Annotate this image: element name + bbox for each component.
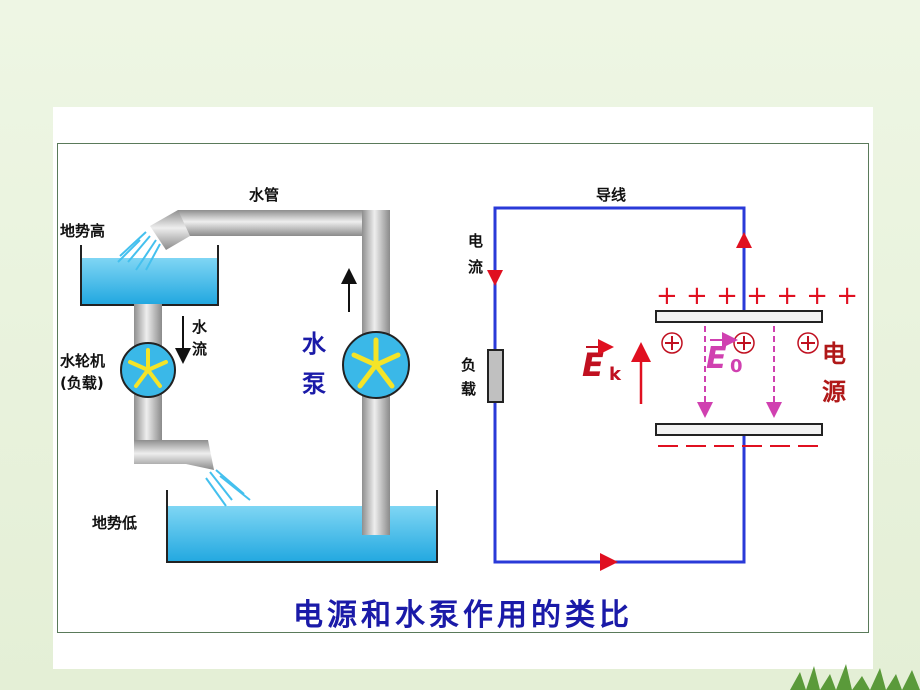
svg-text:k: k bbox=[609, 364, 622, 385]
grass-decoration bbox=[790, 664, 920, 690]
pipe-label: 水管 bbox=[249, 186, 279, 204]
lower-tank bbox=[166, 490, 438, 563]
flow-label-1: 水 bbox=[192, 318, 208, 336]
load-label-2: 载 bbox=[461, 380, 476, 398]
pump-label-2: 泵 bbox=[302, 370, 326, 398]
flow-label-2: 流 bbox=[192, 340, 207, 358]
e0-field-lines bbox=[697, 326, 782, 418]
svg-text:0: 0 bbox=[730, 356, 743, 377]
diagram-caption: 电源和水泵作用的类比 bbox=[293, 598, 633, 633]
turbine-load-label: (负载) bbox=[60, 374, 104, 392]
current-label-2: 流 bbox=[468, 258, 483, 276]
water-pump bbox=[342, 331, 410, 399]
low-ground-label: 地势低 bbox=[92, 514, 137, 532]
circuit-wire bbox=[493, 206, 746, 564]
source-label-2: 源 bbox=[822, 378, 846, 406]
water-spray-bottom bbox=[205, 469, 251, 507]
turbine-label: 水轮机 bbox=[60, 352, 105, 370]
positive-charge-signs bbox=[665, 336, 815, 350]
wire-label: 导线 bbox=[596, 186, 626, 204]
negative-plate bbox=[655, 423, 823, 436]
high-ground-label: 地势高 bbox=[60, 222, 105, 240]
svg-text:E: E bbox=[582, 346, 604, 384]
current-label-1: 电 bbox=[468, 232, 483, 250]
e0-label: E 0 bbox=[706, 332, 743, 377]
load-label-1: 负 bbox=[461, 356, 476, 374]
ek-label: E k bbox=[582, 339, 622, 385]
source-label-1: 电 bbox=[822, 340, 846, 368]
current-arrow-down bbox=[487, 270, 503, 286]
svg-text:E: E bbox=[706, 341, 727, 376]
current-arrow-up bbox=[736, 232, 752, 248]
upper-tank bbox=[80, 245, 219, 306]
water-turbine bbox=[120, 342, 176, 398]
load-resistor bbox=[487, 349, 504, 403]
positive-plate bbox=[655, 310, 823, 323]
current-arrow-right bbox=[600, 553, 618, 571]
pump-label-1: 水 bbox=[302, 330, 327, 358]
plus-charges: + + + + + + + bbox=[656, 281, 858, 311]
water-spray-top bbox=[117, 231, 161, 271]
